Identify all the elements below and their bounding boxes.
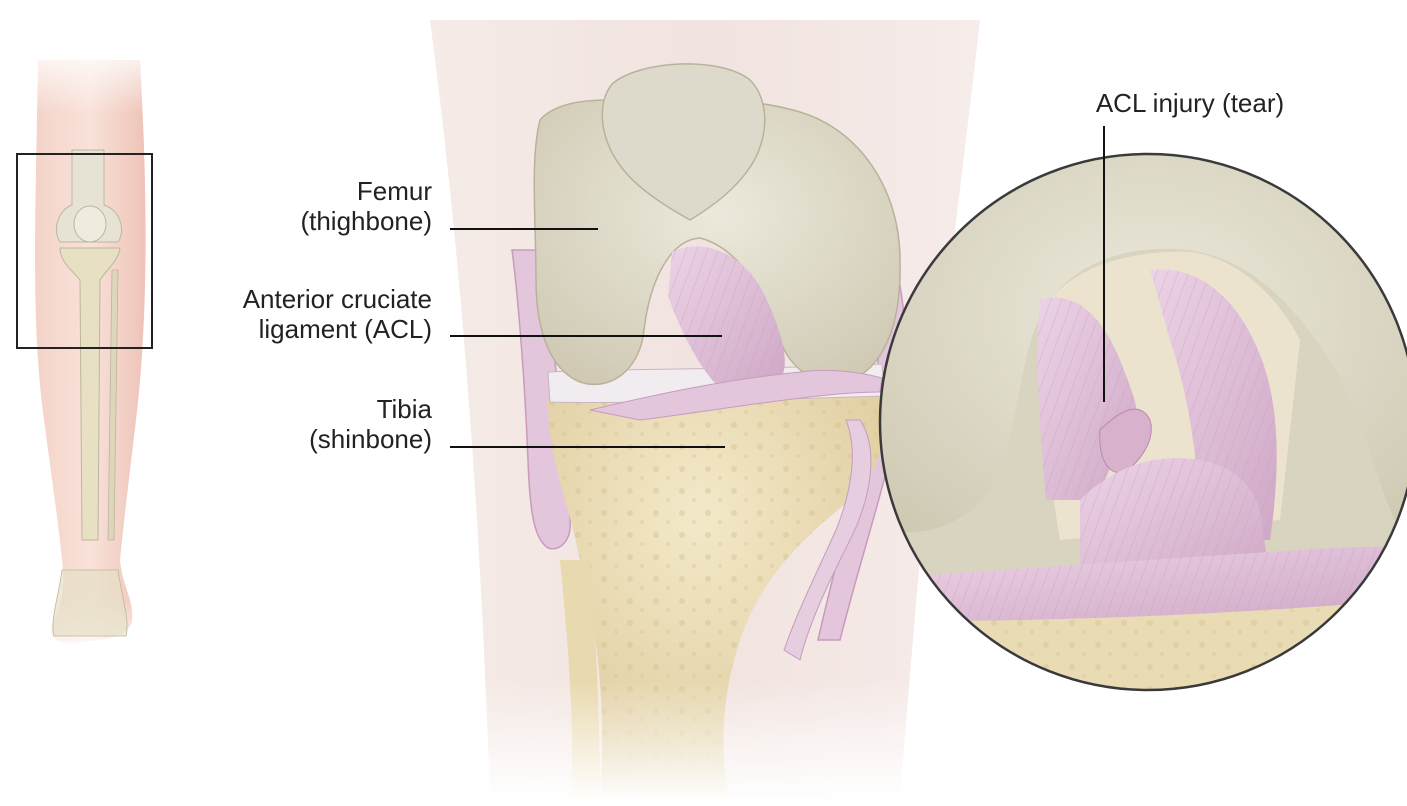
injury-label: ACL injury (tear) xyxy=(1040,88,1340,118)
tibia-label-line1: Tibia xyxy=(230,394,432,424)
acl-label-line1: Anterior cruciate xyxy=(150,284,432,314)
femur-label-line1: Femur xyxy=(230,176,432,206)
acl-label: Anterior cruciate ligament (ACL) xyxy=(150,284,432,344)
tibia-label: Tibia (shinbone) xyxy=(230,394,432,454)
magnified-view xyxy=(880,150,1407,700)
acl-label-line2: ligament (ACL) xyxy=(150,314,432,344)
leg-overview xyxy=(17,40,160,660)
injury-label-line1: ACL injury (tear) xyxy=(1040,88,1340,118)
tibia-label-line2: (shinbone) xyxy=(230,424,432,454)
femur-label-line2: (thighbone) xyxy=(230,206,432,236)
femur-label: Femur (thighbone) xyxy=(230,176,432,236)
